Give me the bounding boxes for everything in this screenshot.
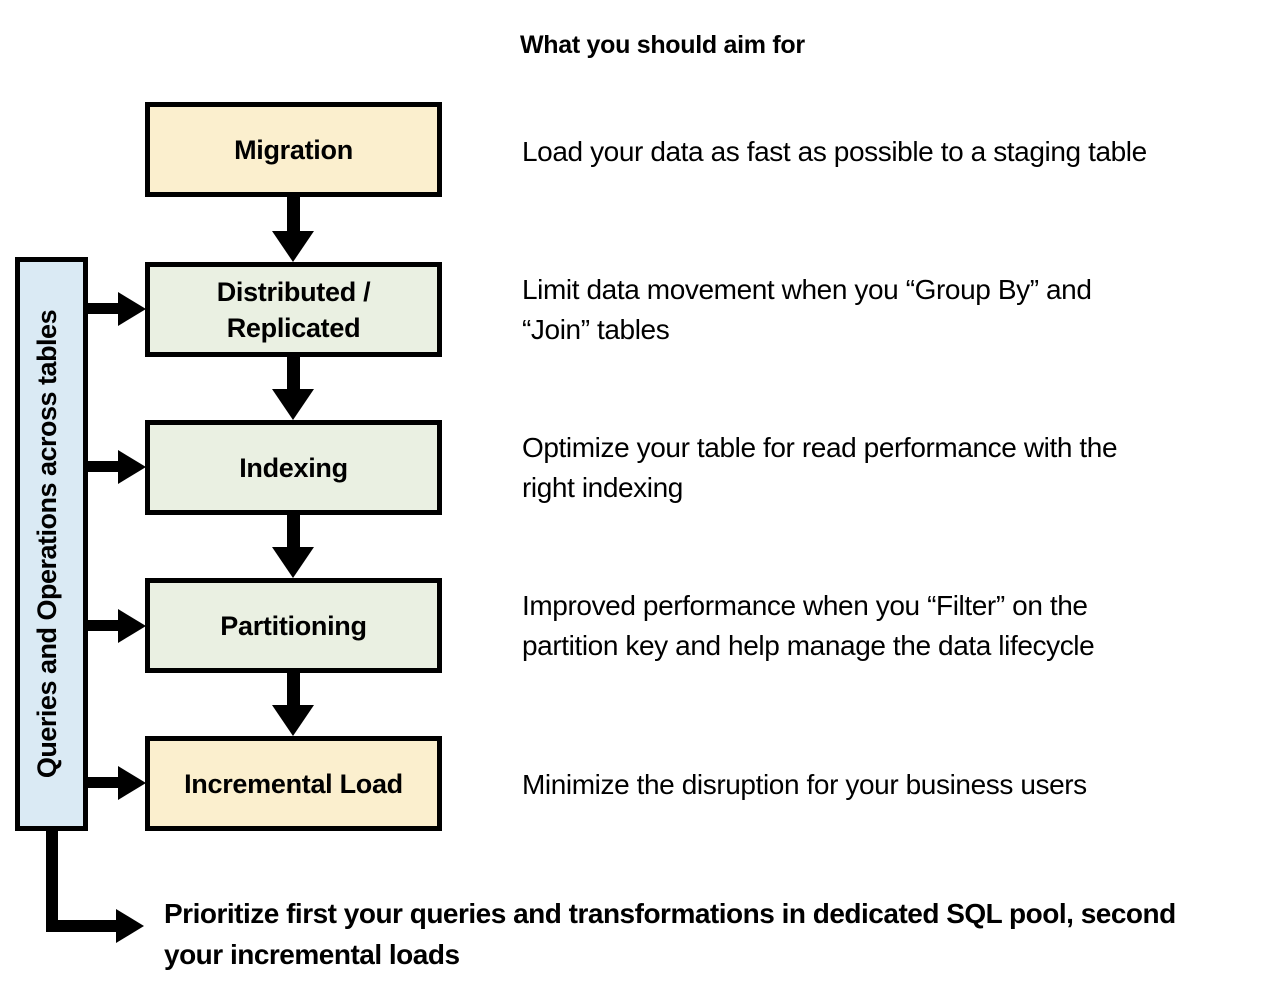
footer-priority-note: Prioritize first your queries and transf… xyxy=(164,898,1176,970)
down-arrow-partitioning-to-incremental xyxy=(287,673,300,706)
down-arrow-migration-to-distributed xyxy=(287,197,300,232)
right-arrow-sidebar-to-indexing xyxy=(86,461,120,472)
flow-box-label: Partitioning xyxy=(220,610,367,641)
down-arrowhead-icon xyxy=(272,231,314,262)
flow-box-indexing: Indexing xyxy=(145,420,442,515)
right-arrowhead-icon xyxy=(118,292,146,326)
flow-box-label: Incremental Load xyxy=(184,768,403,799)
flow-box-label: Migration xyxy=(234,134,353,165)
right-arrow-sidebar-to-partitioning xyxy=(86,620,120,631)
sidebar-queries-operations: Queries and Operations across tables xyxy=(15,257,88,831)
flow-box-incremental-load: Incremental Load xyxy=(145,736,442,831)
flow-box-label: Distributed / Replicated xyxy=(216,276,371,343)
right-arrow-sidebar-to-distributed xyxy=(86,303,120,314)
l-arrow-horizontal-stem xyxy=(46,920,118,932)
down-arrowhead-icon xyxy=(272,547,314,578)
l-arrowhead-icon xyxy=(116,909,144,943)
description-incremental-load: Minimize the disruption for your busines… xyxy=(522,769,1087,800)
down-arrow-indexing-to-partitioning xyxy=(287,515,300,548)
flow-box-migration: Migration xyxy=(145,102,442,197)
description-distributed-replicated: Limit data movement when you “Group By” … xyxy=(522,274,1092,345)
right-arrow-sidebar-to-incremental xyxy=(86,777,120,788)
description-indexing: Optimize your table for read performance… xyxy=(522,432,1118,503)
flow-box-partitioning: Partitioning xyxy=(145,578,442,673)
flow-box-label: Indexing xyxy=(239,452,348,483)
right-arrowhead-icon xyxy=(118,766,146,800)
down-arrow-distributed-to-indexing xyxy=(287,357,300,390)
sidebar-label: Queries and Operations across tables xyxy=(31,309,62,779)
description-partitioning: Improved performance when you “Filter” o… xyxy=(522,590,1095,661)
flow-box-distributed-replicated: Distributed / Replicated xyxy=(145,262,442,357)
down-arrowhead-icon xyxy=(272,705,314,736)
page-title: What you should aim for xyxy=(520,31,805,59)
right-arrowhead-icon xyxy=(118,609,146,643)
right-arrowhead-icon xyxy=(118,450,146,484)
l-arrow-vertical-stem xyxy=(46,828,58,932)
down-arrowhead-icon xyxy=(272,389,314,420)
description-migration: Load your data as fast as possible to a … xyxy=(522,136,1147,167)
